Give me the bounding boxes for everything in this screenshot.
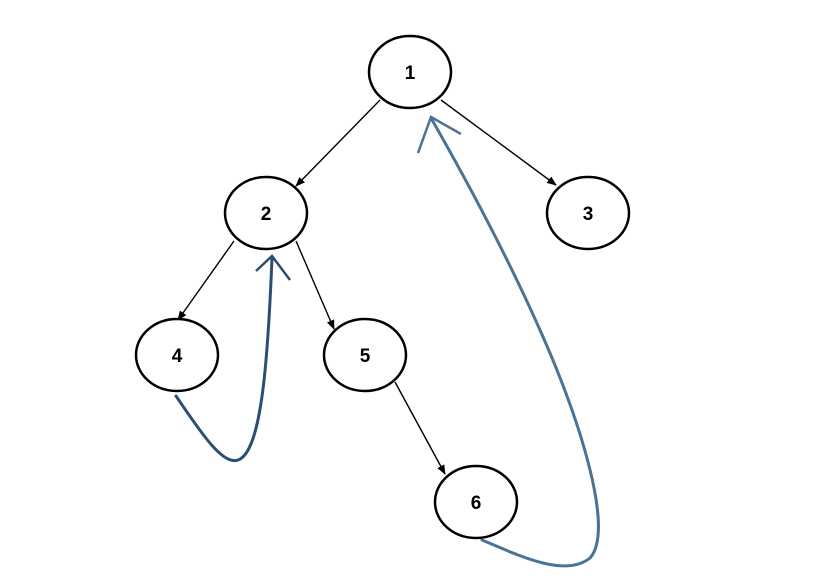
back-link-4-to-2-curve xyxy=(174,256,274,463)
node-4-circle xyxy=(134,317,220,393)
back-link-4-to-2 xyxy=(174,254,291,463)
edge-5-to-6 xyxy=(394,381,446,475)
node-2-circle xyxy=(223,175,309,251)
node-4-label: 4 xyxy=(172,346,183,367)
node-5-circle xyxy=(322,317,408,393)
node-5-label: 5 xyxy=(360,346,371,367)
node-5: 5 xyxy=(322,317,408,393)
back-link-6-to-1-arrowhead xyxy=(416,115,462,154)
node-3-circle xyxy=(545,175,631,251)
edge-2-to-4 xyxy=(177,240,235,321)
node-2: 2 xyxy=(223,175,309,251)
edge-1-to-2 xyxy=(295,99,381,187)
back-link-6-to-1-curve xyxy=(429,116,600,568)
node-1: 1 xyxy=(367,34,453,110)
node-2-label: 2 xyxy=(261,204,272,225)
node-3-label: 3 xyxy=(583,204,594,225)
node-1-label: 1 xyxy=(405,63,416,84)
back-link-6-to-1 xyxy=(416,115,600,568)
node-4: 4 xyxy=(134,317,220,393)
edge-2-to-5 xyxy=(295,240,335,330)
node-6: 6 xyxy=(433,464,519,540)
node-3: 3 xyxy=(545,175,631,251)
node-6-circle xyxy=(433,464,519,540)
node-6-label: 6 xyxy=(471,493,482,514)
edge-1-to-3 xyxy=(440,99,557,186)
node-1-circle xyxy=(367,34,453,110)
back-link-4-to-2-arrowhead xyxy=(255,254,291,281)
